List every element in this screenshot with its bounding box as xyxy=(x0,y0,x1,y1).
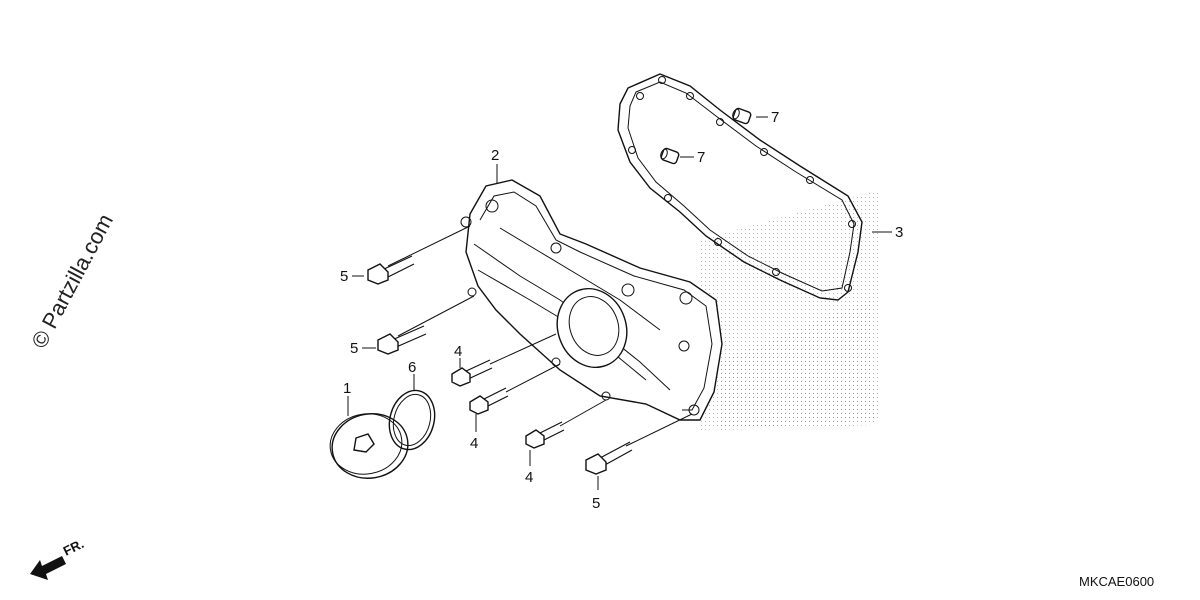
front-arrow-icon xyxy=(30,556,66,580)
callout-3: 3 xyxy=(895,224,903,241)
bolt-part-4a[interactable] xyxy=(451,359,493,387)
leader-lines xyxy=(347,116,892,490)
callout-5a: 5 xyxy=(340,268,348,285)
o-ring-part-6[interactable] xyxy=(383,385,441,454)
background-shading xyxy=(700,190,880,430)
callout-2: 2 xyxy=(491,147,499,164)
callouts: 2 3 7 7 5 5 5 4 4 4 1 6 xyxy=(340,109,903,512)
diagram-code: MKCAE0600 xyxy=(1079,574,1154,589)
callout-5c: 5 xyxy=(592,495,600,512)
cover-part-2[interactable] xyxy=(460,179,723,421)
callout-1: 1 xyxy=(343,380,351,397)
callout-7b: 7 xyxy=(697,149,705,166)
cover-seal-opening xyxy=(556,287,628,369)
gasket-part-3[interactable] xyxy=(617,73,863,301)
bolt-part-4b[interactable] xyxy=(469,387,509,415)
bolt-part-5c[interactable] xyxy=(585,441,633,475)
callout-7a: 7 xyxy=(771,109,779,126)
cap-part-1[interactable] xyxy=(325,408,413,484)
dowel-pin-7b[interactable] xyxy=(659,147,680,165)
callout-5b: 5 xyxy=(350,340,358,357)
callout-4a: 4 xyxy=(454,343,462,360)
front-label: FR. xyxy=(61,536,86,559)
bolt-part-5b[interactable] xyxy=(377,325,427,355)
callout-6: 6 xyxy=(408,359,416,376)
bolt-part-4c[interactable] xyxy=(525,421,565,449)
gasket-bolt-holes xyxy=(628,76,856,292)
dowel-pin-7a[interactable] xyxy=(731,107,752,125)
watermark-text: © Partzilla.com xyxy=(26,210,118,353)
front-direction-indicator: FR. xyxy=(30,536,86,580)
callout-4c: 4 xyxy=(525,469,533,486)
callout-4b: 4 xyxy=(470,435,478,452)
bolt-part-5a[interactable] xyxy=(367,255,415,285)
